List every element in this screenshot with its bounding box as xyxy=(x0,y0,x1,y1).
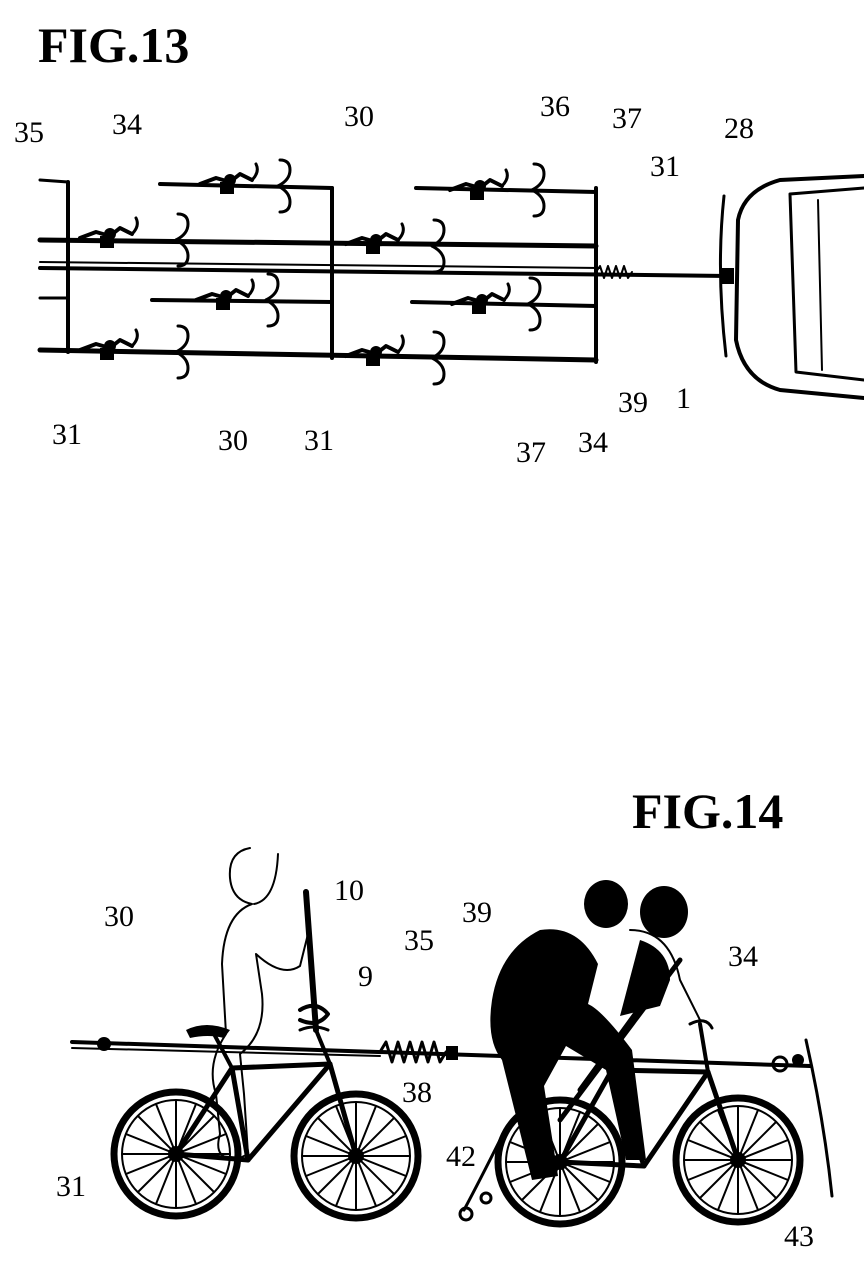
fig13-label: 35 xyxy=(14,116,44,149)
fig13-label: 37 xyxy=(516,436,546,469)
fig13-drawing xyxy=(37,158,864,400)
fig14-label: 35 xyxy=(404,924,434,957)
fig14-labels: 30 10 39 35 9 34 38 31 42 43 xyxy=(56,874,814,1253)
fig13: FIG.13 xyxy=(14,17,864,469)
fig14-drawing xyxy=(70,847,834,1224)
fig14-label: 31 xyxy=(56,1170,86,1203)
fig13-label: 30 xyxy=(344,100,374,133)
fig13-label: 31 xyxy=(650,150,680,183)
fig13-title: FIG.13 xyxy=(38,17,189,73)
fig13-label: 31 xyxy=(52,418,82,451)
fig13-label: 1 xyxy=(676,382,691,415)
fig13-label: 36 xyxy=(540,90,570,123)
fig13-label: 34 xyxy=(112,108,142,141)
fig14-label: 43 xyxy=(784,1220,814,1253)
fig13-label: 28 xyxy=(724,112,754,145)
fig14-label: 39 xyxy=(462,896,492,929)
fig13-label: 37 xyxy=(612,102,642,135)
fig14-label: 9 xyxy=(358,960,373,993)
fig13-labels: 35 34 30 36 37 31 28 31 30 31 37 34 39 1 xyxy=(14,90,754,469)
fig14-label: 30 xyxy=(104,900,134,933)
fig14-label: 10 xyxy=(334,874,364,907)
fig14-label: 34 xyxy=(728,940,758,973)
fig14-label: 42 xyxy=(446,1140,476,1173)
fig14: FIG.14 xyxy=(56,783,834,1253)
fig13-label: 39 xyxy=(618,386,648,419)
fig14-title: FIG.14 xyxy=(632,783,783,839)
fig13-label: 31 xyxy=(304,424,334,457)
fig13-label: 34 xyxy=(578,426,608,459)
fig14-label: 38 xyxy=(402,1076,432,1109)
fig13-label: 30 xyxy=(218,424,248,457)
